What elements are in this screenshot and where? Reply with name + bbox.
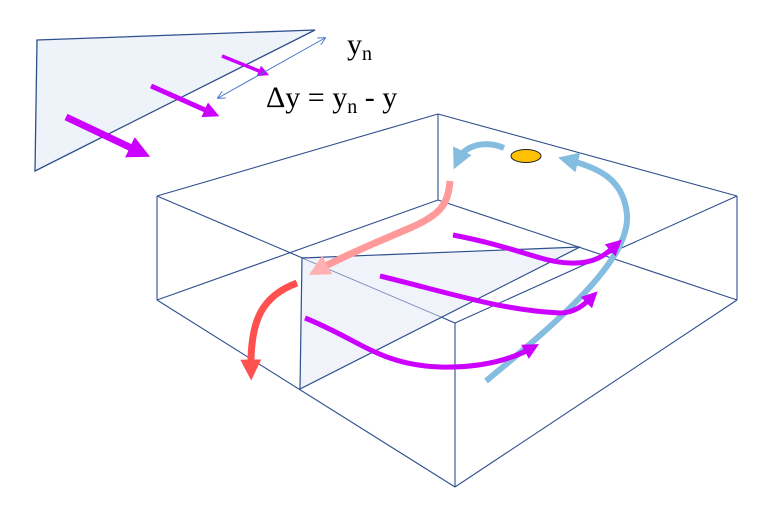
arrow-flow-3: [304, 315, 540, 370]
label-yn: yn: [347, 28, 372, 65]
inner-plane: [299, 246, 581, 390]
arrow-flow-1: [452, 232, 622, 266]
arrow-outflow-light: [308, 180, 454, 276]
marker-point: [510, 149, 542, 163]
delta-y-double-arrow: [218, 38, 325, 98]
arrow-incoming-1: [64, 113, 151, 158]
arrow-upwelling: [484, 152, 631, 384]
arrow-flow-2: [379, 273, 598, 316]
arrow-outflow: [240, 279, 299, 381]
arrow-incoming-2: [149, 83, 220, 118]
arrow-surface-return: [453, 141, 506, 170]
label-delta-y-equation: Δy = yn - y: [266, 81, 397, 118]
